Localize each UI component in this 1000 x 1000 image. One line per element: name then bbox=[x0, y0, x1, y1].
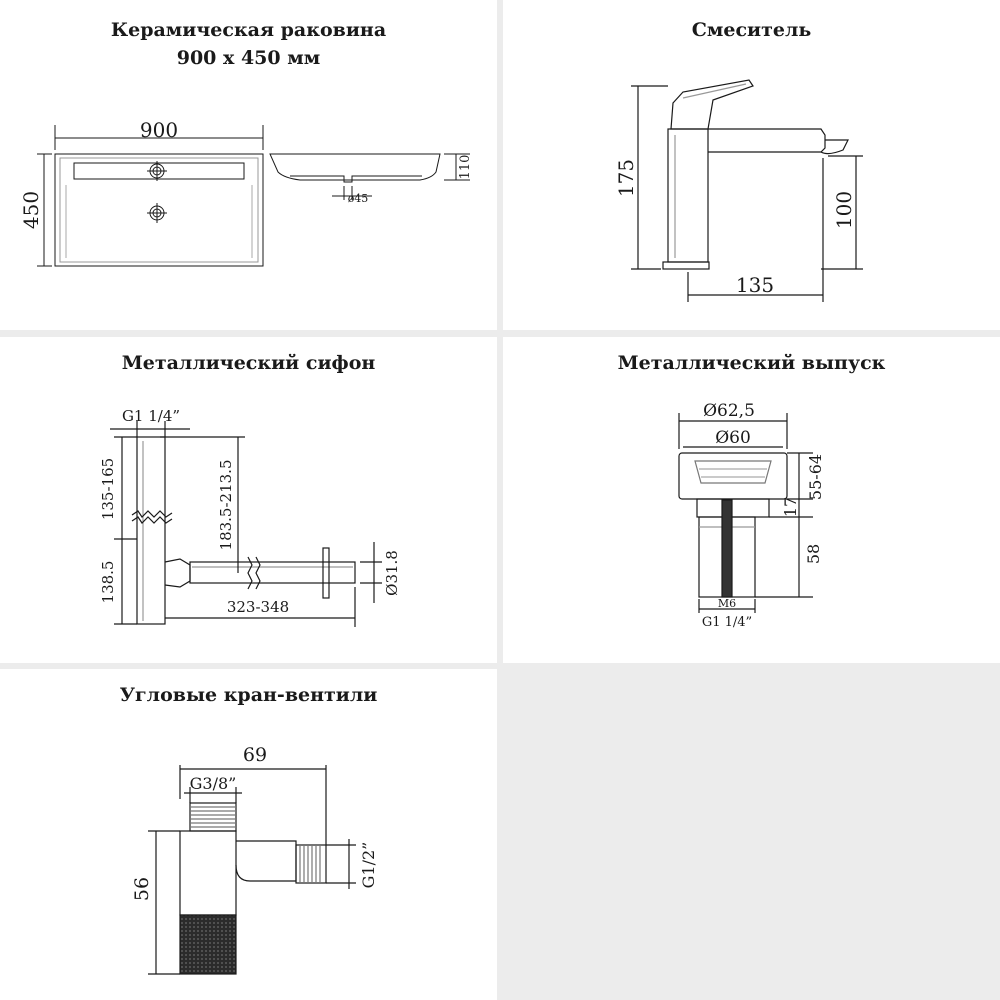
valve-panel: Угловые кран-вентили bbox=[0, 669, 497, 1000]
sink-height-label: 110 bbox=[458, 155, 473, 180]
valve-drawing: 69 G3/8” G1/2” 56 bbox=[131, 744, 378, 975]
valve-outlet-thread bbox=[295, 844, 327, 884]
sink-drain-label: ø45 bbox=[348, 192, 369, 205]
faucet-spout-height-label: 100 bbox=[832, 191, 856, 229]
siphon-vertical-pipe bbox=[136, 436, 166, 625]
valve-inlet-label: G3/8” bbox=[190, 774, 237, 793]
sink-top-inner bbox=[59, 157, 259, 263]
faucet-drawing: 175 100 135 bbox=[614, 79, 863, 302]
faucet-title: Смеситель bbox=[691, 19, 812, 41]
siphon-break-mark bbox=[131, 510, 173, 518]
drain-range-label: 55-64 bbox=[806, 454, 825, 500]
sink-top-outline bbox=[54, 153, 264, 267]
valve-handle bbox=[179, 914, 237, 975]
valve-length-label: 69 bbox=[243, 744, 267, 766]
faucet-reach-label: 135 bbox=[736, 273, 774, 297]
faucet-spout bbox=[708, 128, 826, 153]
drain-title: Металлический выпуск bbox=[617, 352, 886, 374]
valve-outlet-arm bbox=[235, 840, 297, 882]
faucet-height-label: 175 bbox=[614, 159, 638, 197]
drain-outer-label: Ø62,5 bbox=[703, 401, 755, 421]
sink-title-line1: Керамическая раковина bbox=[110, 19, 387, 41]
valve-body bbox=[179, 830, 237, 916]
siphon-thread-label: G1 1/4” bbox=[122, 407, 180, 425]
siphon-drawing: G1 1/4” 135-165 138.5 183.5-213.5 323-34… bbox=[99, 407, 401, 627]
siphon-title: Металлический сифон bbox=[121, 352, 376, 374]
siphon-elbow bbox=[164, 558, 191, 588]
siphon-lower-label: 138.5 bbox=[99, 561, 117, 604]
drain-screw bbox=[721, 499, 733, 598]
faucet-lever bbox=[670, 79, 754, 130]
siphon-wall-flange bbox=[322, 547, 330, 599]
valve-inlet-thread bbox=[189, 802, 237, 832]
siphon-horizontal-pipe bbox=[189, 561, 356, 584]
sink-width-label: 900 bbox=[140, 118, 178, 142]
drain-cap bbox=[678, 452, 788, 500]
drain-screw-label: M6 bbox=[718, 597, 736, 610]
siphon-vertical-label: 183.5-213.5 bbox=[217, 460, 235, 551]
empty-panel bbox=[503, 669, 1000, 1000]
faucet-body bbox=[667, 128, 709, 263]
valve-height-label: 56 bbox=[131, 877, 153, 901]
sink-faucet-deck bbox=[73, 162, 245, 180]
sink-depth-label: 450 bbox=[19, 191, 43, 229]
drain-inner-label: Ø60 bbox=[715, 428, 751, 448]
drain-thread-label: G1 1/4” bbox=[702, 615, 752, 630]
valve-title: Угловые кран-вентили bbox=[119, 684, 378, 706]
faucet-panel: Смеситель 175 100 bbox=[503, 0, 1000, 330]
siphon-upper-label: 135-165 bbox=[99, 458, 117, 520]
drain-drawing: Ø62,5 Ø60 55-64 17 58 M6 G1 1/4” bbox=[678, 401, 825, 630]
siphon-horizontal-label: 323-348 bbox=[227, 598, 289, 616]
siphon-panel: Металлический сифон bbox=[0, 337, 497, 663]
drain-panel: Металлический выпуск bbox=[503, 337, 1000, 663]
valve-outlet-label: G1/2” bbox=[359, 842, 378, 889]
faucet-base bbox=[662, 261, 710, 270]
sink-side-outline bbox=[269, 153, 441, 181]
drain-neck bbox=[696, 498, 770, 518]
sink-title-line2: 900 x 450 мм bbox=[176, 47, 321, 69]
sink-panel: Керамическая раковина 900 x 450 мм bbox=[0, 0, 497, 330]
sink-drawing: 900 450 110 ø45 bbox=[19, 118, 473, 267]
drain-body-label: 58 bbox=[804, 544, 823, 564]
siphon-pipe-label: Ø31.8 bbox=[383, 550, 401, 596]
drain-flange-label: 17 bbox=[781, 497, 800, 517]
